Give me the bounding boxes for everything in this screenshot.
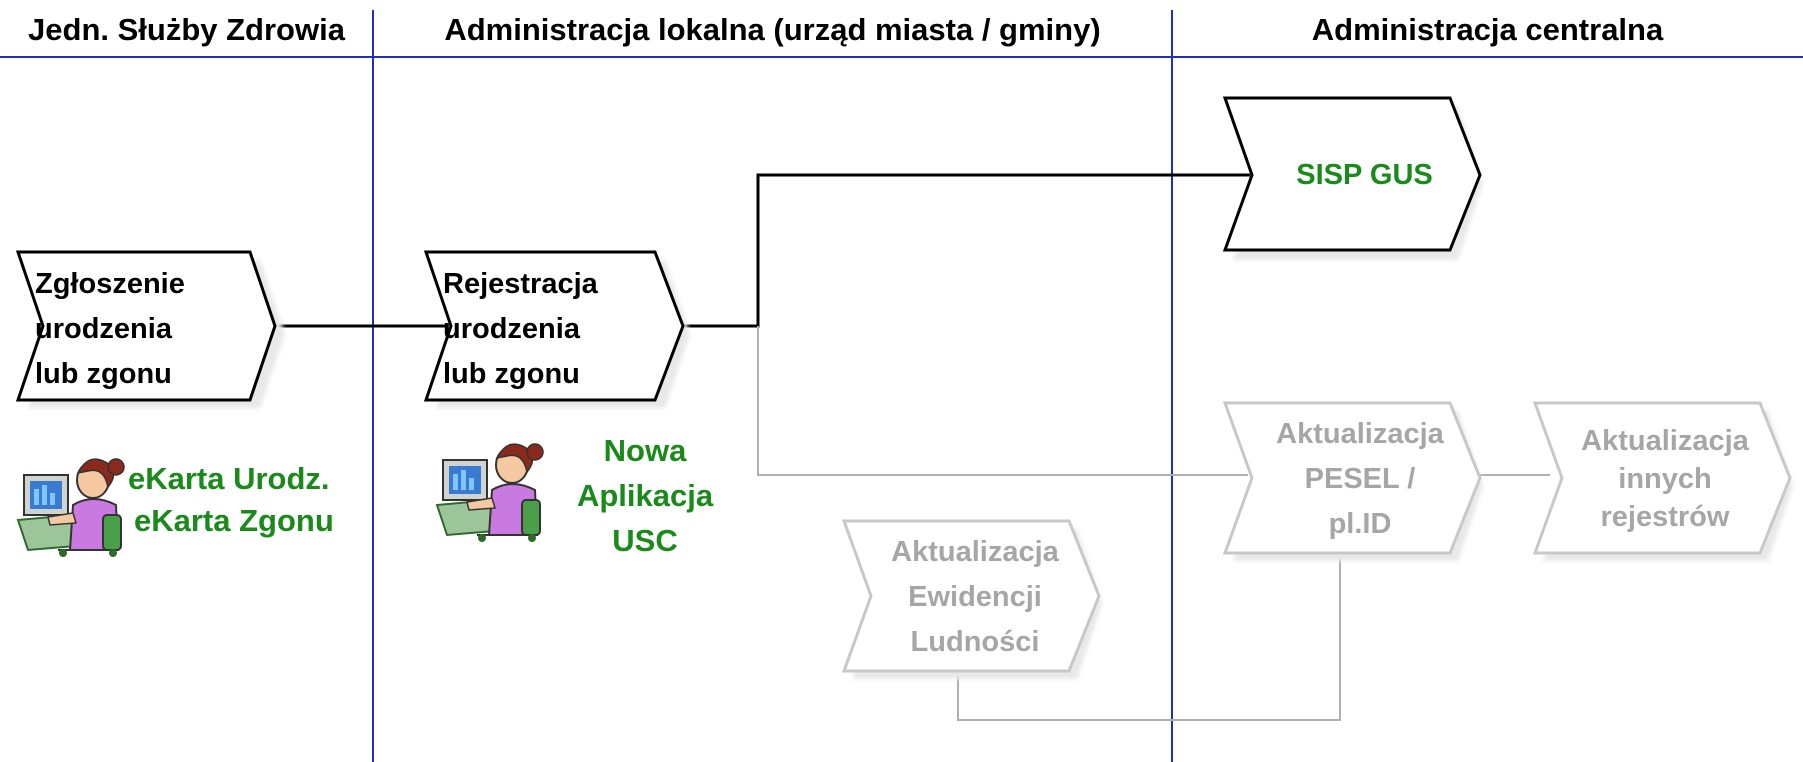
chevron-pesel xyxy=(1222,401,1482,555)
box-pesel-label: Aktualizacja PESEL / pl.ID xyxy=(1240,412,1480,547)
caption-line: Aplikacja xyxy=(576,478,714,513)
box-line: Aktualizacja xyxy=(1581,425,1749,457)
lane-title-local: Administracja lokalna (urząd miasta / gm… xyxy=(444,12,1101,47)
box-line: innych xyxy=(1618,463,1712,495)
box-line: Zgłoszenie xyxy=(35,268,185,300)
box-line: Aktualizacja xyxy=(891,536,1059,568)
connector-rejestracja-sisp xyxy=(683,173,1250,328)
box-line: lub zgonu xyxy=(443,358,580,390)
chevron-zgloszenie xyxy=(15,250,277,402)
box-line: PESEL / xyxy=(1304,463,1416,495)
box-innych-label: Aktualizacja innych rejestrów xyxy=(1545,422,1785,536)
box-line: SISP GUS xyxy=(1296,159,1433,191)
connector-pesel-ewidencja xyxy=(957,552,1341,721)
chevron-rejestracja xyxy=(423,250,685,402)
box-line: rejestrów xyxy=(1600,501,1730,533)
box-line: lub zgonu xyxy=(35,358,172,390)
person-at-computer-icon xyxy=(16,458,125,557)
chevron-sisp xyxy=(1222,96,1482,252)
box-line: pl.ID xyxy=(1328,508,1392,540)
box-line: Ludności xyxy=(910,626,1040,658)
box-line: Aktualizacja xyxy=(1276,418,1444,450)
box-line: Rejestracja xyxy=(443,268,598,300)
person-at-computer-icon xyxy=(435,443,544,542)
caption-line: Nowa xyxy=(603,433,687,468)
box-line: urodzenia xyxy=(443,313,580,345)
box-sisp-label: SISP GUS xyxy=(1252,153,1477,198)
lane-title-central: Administracja centralna xyxy=(1311,12,1664,47)
box-line: urodzenia xyxy=(35,313,172,345)
box-zgloszenie-label: Zgłoszenie urodzenia lub zgonu xyxy=(35,262,185,397)
caption-ekarta: eKarta Urodz. eKarta Zgonu xyxy=(128,458,334,542)
caption-line: eKarta Zgonu xyxy=(134,503,334,538)
chevron-innych xyxy=(1532,401,1792,555)
lane-title-health: Jedn. Służby Zdrowia xyxy=(28,12,345,47)
connector-rejestracja-pesel xyxy=(757,326,1248,476)
caption-line: eKarta Urodz. xyxy=(128,461,330,496)
box-line: Ewidencji xyxy=(908,581,1042,613)
box-rejestracja-label: Rejestracja urodzenia lub zgonu xyxy=(443,262,598,397)
caption-line: USC xyxy=(612,523,678,558)
chevron-ewidencja xyxy=(841,519,1101,673)
box-ewidencja-label: Aktualizacja Ewidencji Ludności xyxy=(855,530,1095,665)
caption-nowa-aplikacja: Nowa Aplikacja USC xyxy=(555,428,735,563)
